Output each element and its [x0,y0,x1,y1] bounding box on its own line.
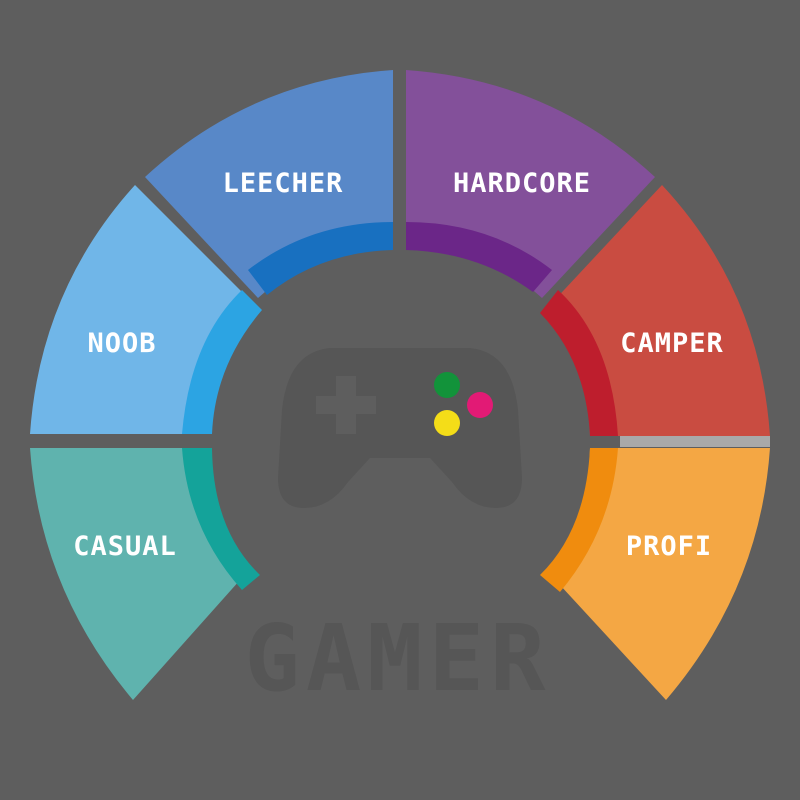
segment-leecher-inner-ring [248,222,393,295]
segment-group: CASUAL NOOB LEECHER HARDCORE CAMPER PROFI [30,70,770,700]
segment-noob-inner-ring [182,290,262,434]
pink-button-icon [467,392,493,418]
segment-camper[interactable]: CAMPER [540,185,770,436]
segment-profi[interactable]: PROFI [540,448,770,700]
segment-profi-outer [560,448,770,700]
divider-bar [620,436,770,447]
segment-noob[interactable]: NOOB [30,185,262,434]
segment-casual-outer [30,448,240,700]
segment-profi-inner-ring [540,448,618,592]
segment-noob-label: NOOB [87,328,156,359]
segment-camper-label: CAMPER [620,328,724,359]
segment-hardcore-inner-ring [406,222,552,292]
yellow-button-icon [434,410,460,436]
title: GAMER [245,605,552,712]
segment-leecher[interactable]: LEECHER [145,70,393,298]
green-button-icon [434,372,460,398]
segment-casual-label: CASUAL [73,531,177,562]
gamepad-icon [278,348,522,508]
dpad-icon [316,376,376,434]
segment-profi-label: PROFI [626,531,712,562]
segment-hardcore[interactable]: HARDCORE [406,70,655,298]
segment-hardcore-label: HARDCORE [453,168,591,199]
segment-casual-inner-ring [182,448,260,590]
segment-camper-inner-ring [540,290,618,436]
segment-casual[interactable]: CASUAL [30,448,260,700]
segment-leecher-label: LEECHER [223,168,344,199]
